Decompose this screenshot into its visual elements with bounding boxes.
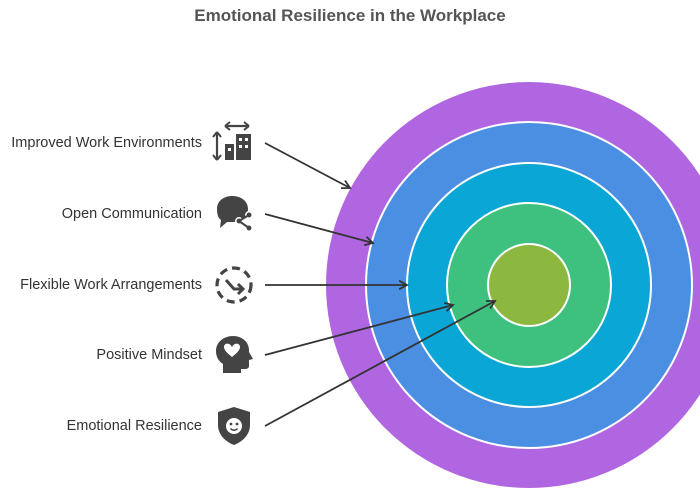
- label-emotional-resilience: Emotional Resilience: [66, 418, 202, 434]
- label-positive-mindset: Positive Mindset: [96, 347, 202, 363]
- chat-share-icon: [217, 196, 253, 232]
- arrow-flexible-work-arrangements: [265, 279, 409, 291]
- arrow-positive-mindset: [264, 301, 455, 356]
- shield-face-icon: [218, 407, 250, 445]
- head-heart-icon: [216, 336, 253, 373]
- arrow-improved-work-environments: [264, 142, 352, 190]
- label-flexible-work-arrangements: Flexible Work Arrangements: [20, 277, 202, 293]
- label-open-communication: Open Communication: [61, 206, 202, 222]
- ring-emotional-resilience: [487, 243, 571, 327]
- arrow-emotional-resilience: [264, 300, 497, 427]
- dashed-circle-arrow-icon: [215, 266, 253, 304]
- building-measure-icon: [212, 121, 251, 161]
- page-title: Emotional Resilience in the Workplace: [194, 6, 506, 25]
- label-improved-work-environments: Improved Work Environments: [11, 135, 202, 151]
- arrow-open-communication: [264, 213, 375, 246]
